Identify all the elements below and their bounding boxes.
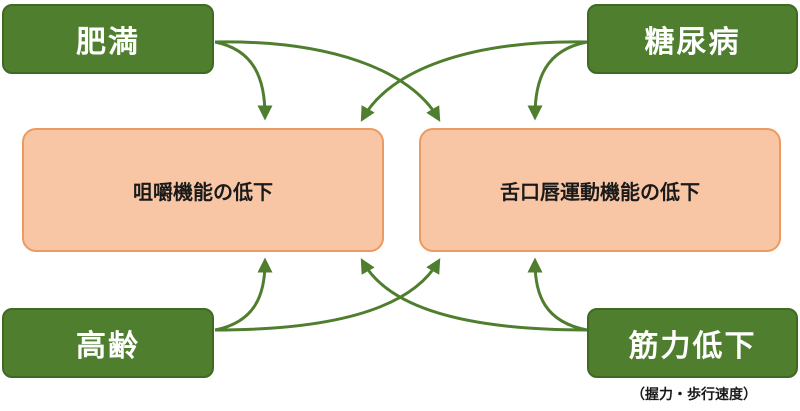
factor-obesity: 肥満 bbox=[2, 4, 214, 74]
factor-diabetes: 糖尿病 bbox=[587, 4, 798, 74]
factor-aging: 高齢 bbox=[2, 308, 214, 378]
arrow-aging-to-chewing bbox=[214, 257, 273, 332]
factor-obesity-label: 肥満 bbox=[76, 25, 140, 60]
outcome-chewing-label: 咀嚼機能の低下 bbox=[133, 179, 273, 204]
outcome-tongue-lip-label: 舌口唇運動機能の低下 bbox=[500, 179, 700, 204]
arrow-diabetes-to-chewing bbox=[360, 40, 588, 122]
muscle-weakness-note: （握力・歩行速度） bbox=[631, 387, 757, 403]
factor-aging-label: 高齢 bbox=[76, 329, 140, 364]
arrow-obesity-to-tongue bbox=[214, 40, 441, 122]
arrow-aging-to-tongue bbox=[214, 258, 441, 332]
factor-muscle-weakness: 筋力低下 bbox=[587, 308, 798, 378]
outcome-chewing: 咀嚼機能の低下 bbox=[22, 128, 384, 252]
factor-muscle-weakness-label: 筋力低下 bbox=[628, 329, 757, 364]
arrow-diabetes-to-tongue bbox=[527, 40, 588, 121]
arrow-muscle-to-tongue bbox=[527, 257, 588, 332]
arrow-obesity-to-chewing bbox=[214, 40, 273, 121]
outcome-tongue-lip: 舌口唇運動機能の低下 bbox=[419, 128, 781, 252]
arrow-muscle-to-chewing bbox=[360, 258, 588, 332]
factor-diabetes-label: 糖尿病 bbox=[644, 25, 741, 60]
